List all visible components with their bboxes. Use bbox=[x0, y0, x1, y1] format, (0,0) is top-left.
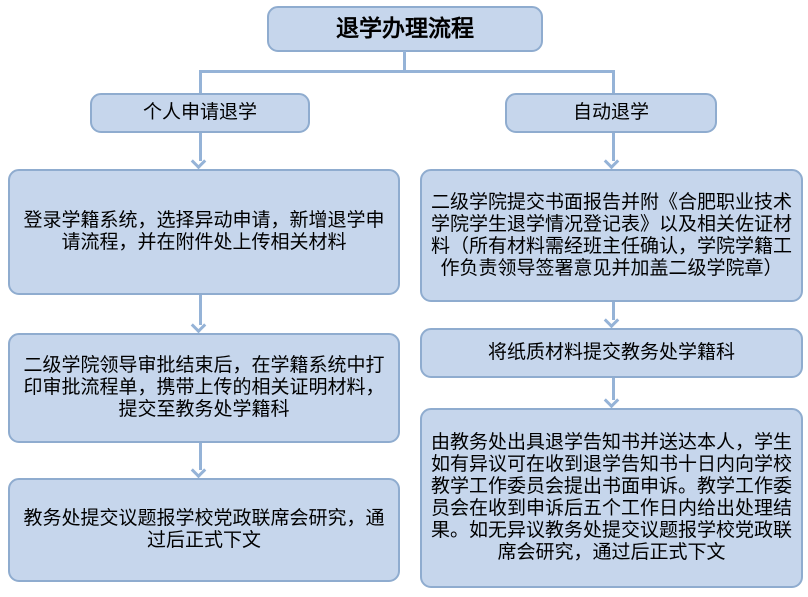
branch-header-automatic: 自动退学 bbox=[505, 93, 717, 133]
step-box-automatic-2: 将纸质材料提交教务处学籍科 bbox=[420, 328, 803, 378]
step-box-personal-3: 教务处提交议题报学校党政联席会研究，通过后正式下文 bbox=[8, 478, 400, 582]
arrow-stem bbox=[611, 302, 615, 320]
connector-title-stem bbox=[403, 51, 406, 72]
step-box-personal-1: 登录学籍系统，选择异动申请，新增退学申请流程，并在附件处上传相关材料 bbox=[8, 169, 400, 295]
connector-right-drop bbox=[612, 70, 615, 93]
flow-arrow-left-3 bbox=[190, 443, 208, 479]
arrow-stem bbox=[198, 443, 202, 470]
step-box-automatic-3: 由教务处出具退学告知书并送达本人，学生如有异议可在收到退学告知书十日内向学校教学… bbox=[420, 408, 803, 588]
arrow-head-icon bbox=[603, 312, 620, 329]
flowchart-title: 退学办理流程 bbox=[267, 6, 543, 52]
arrow-stem bbox=[198, 133, 202, 161]
arrow-head-icon bbox=[603, 392, 620, 409]
step-box-automatic-1: 二级学院提交书面报告并附《合肥职业技术学院学生退学情况登记表》以及相关佐证材料（… bbox=[420, 169, 803, 302]
arrow-stem bbox=[198, 295, 202, 325]
connector-horizontal bbox=[199, 70, 615, 73]
connector-left-drop bbox=[199, 70, 202, 93]
branch-header-personal: 个人申请退学 bbox=[90, 93, 310, 133]
arrow-head-icon bbox=[190, 317, 207, 334]
arrow-head-icon bbox=[603, 153, 620, 170]
flow-arrow-left-2 bbox=[190, 295, 208, 334]
arrow-stem bbox=[611, 378, 615, 400]
arrow-stem bbox=[611, 133, 615, 161]
flow-arrow-right-3 bbox=[603, 378, 621, 409]
flow-arrow-right-2 bbox=[603, 302, 621, 329]
arrow-head-icon bbox=[190, 462, 207, 479]
step-box-personal-2: 二级学院领导审批结束后，在学籍系统中打印审批流程单，携带上传的相关证明材料，提交… bbox=[8, 333, 400, 443]
flow-arrow-right-1 bbox=[603, 133, 621, 170]
flow-arrow-left-1 bbox=[190, 133, 208, 170]
arrow-head-icon bbox=[190, 153, 207, 170]
